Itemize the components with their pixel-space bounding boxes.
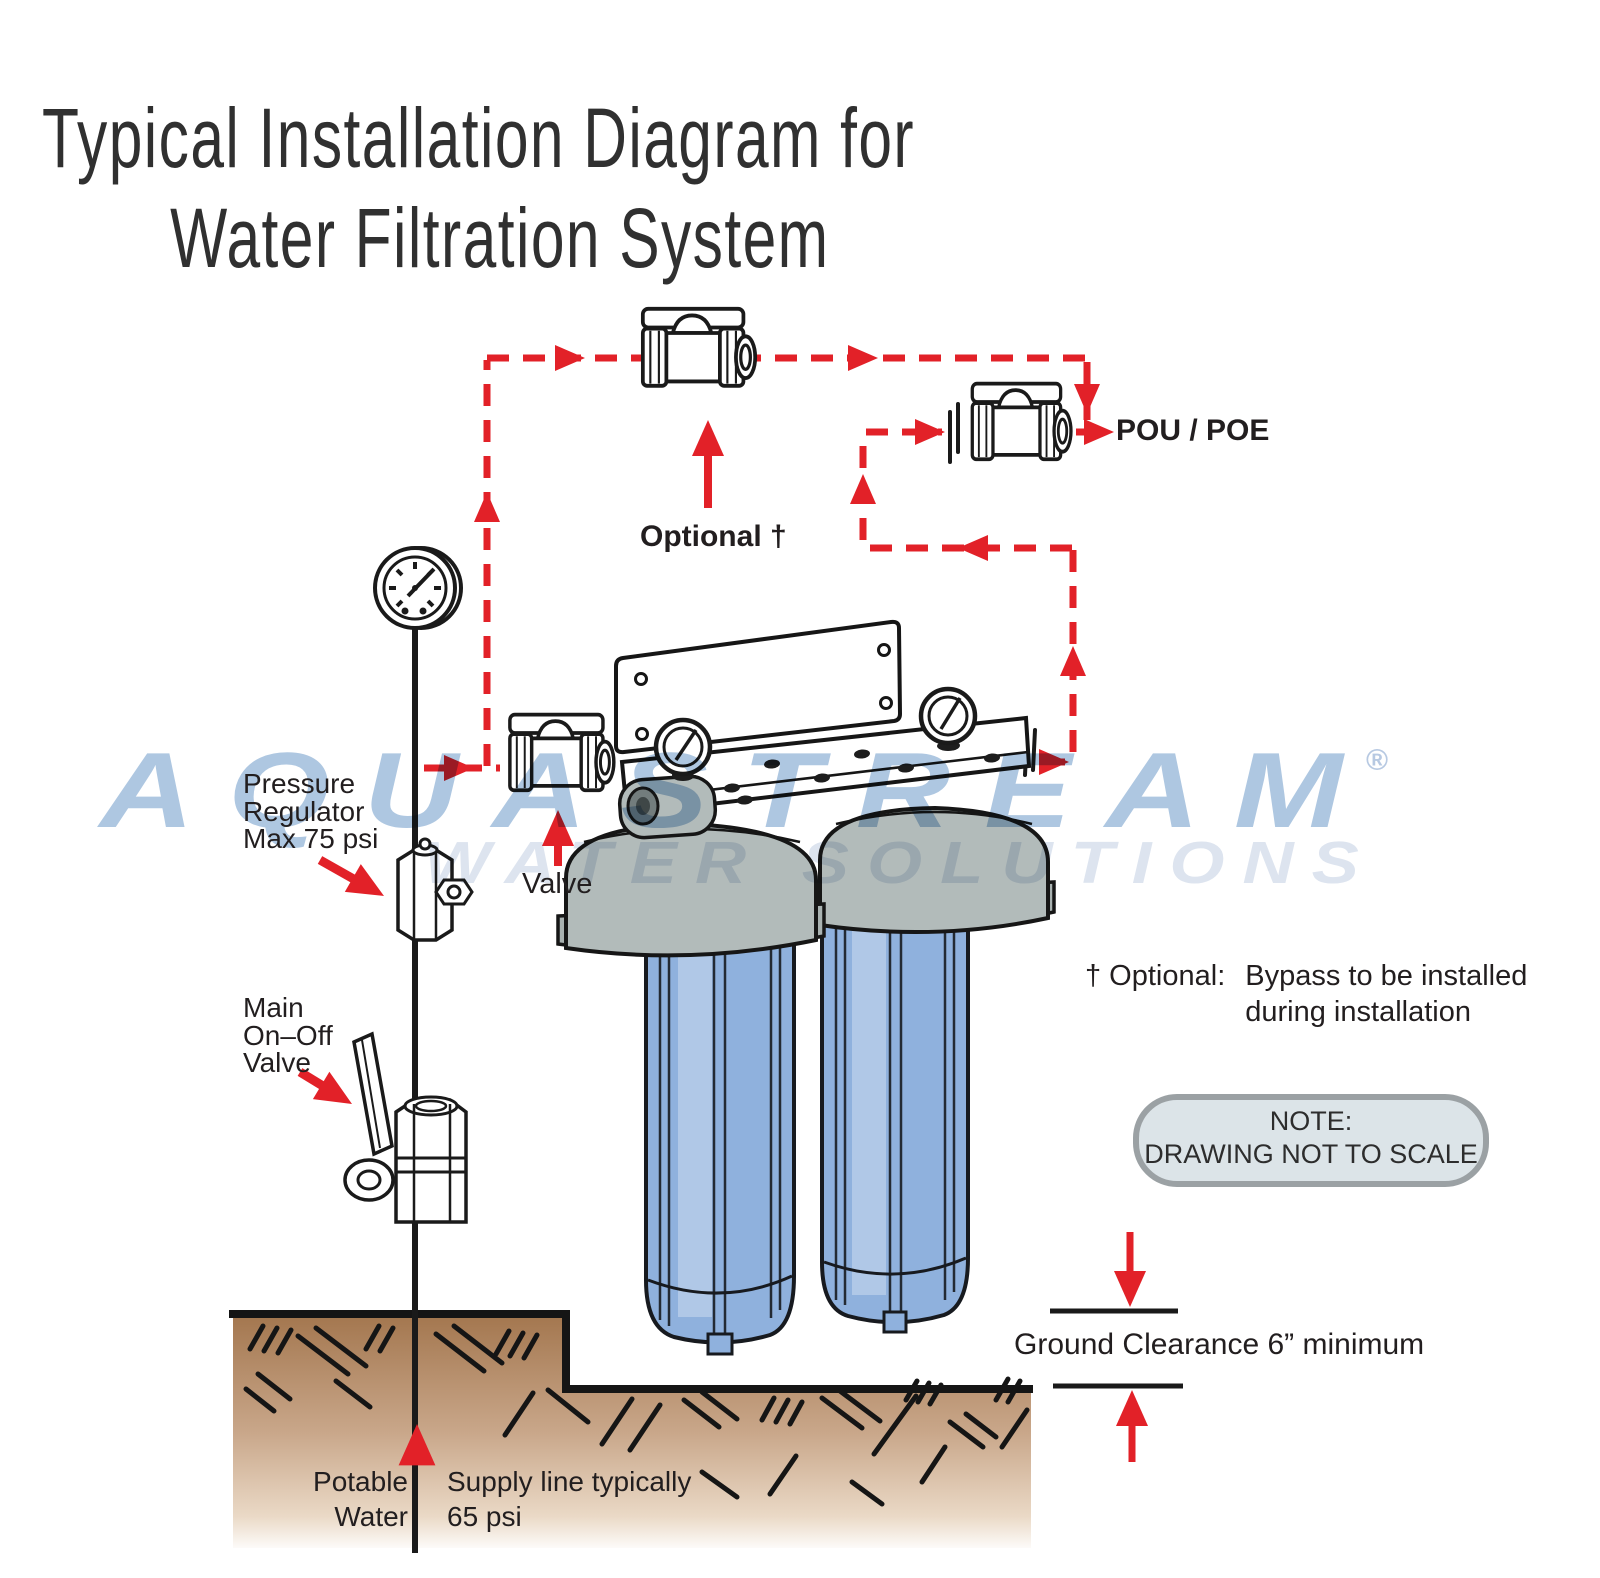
ground-clearance-label: Ground Clearance 6” minimum — [1014, 1328, 1425, 1361]
registered-trademark-icon: ® — [1366, 744, 1389, 777]
note-box-line-2: DRAWING NOT TO SCALE — [1144, 1139, 1478, 1169]
soil-hatching — [243, 1323, 1030, 1507]
pou-valve — [970, 381, 1073, 462]
bypass-note: † Optional: Bypass to be installed durin… — [1085, 958, 1527, 1030]
label-arrows — [297, 420, 1148, 1462]
title-line-2: Water Filtration System — [170, 191, 830, 285]
ground — [229, 1310, 1033, 1548]
pressure-gauge — [373, 546, 463, 630]
inlet-valve-label: Valve — [522, 868, 593, 900]
filter-cap-right — [812, 805, 1056, 935]
filter-bottle-right — [820, 912, 970, 1334]
manifold-gauge-left — [653, 717, 713, 781]
ground-clearance-lines — [1050, 1308, 1183, 1389]
title-line-1: Typical Installation Diagram for — [42, 91, 915, 185]
main-valve-label: Main On–Off Valve — [243, 992, 333, 1078]
dagger-icon: † Optional: — [1085, 960, 1226, 992]
optional-valve-label: Optional † — [640, 520, 787, 553]
brand-watermark: AQUASTREAM WATER SOLUTIONS — [100, 737, 1377, 893]
bypass-note-text: Bypass to be installed during installati… — [1245, 960, 1528, 1028]
potable-water-label: Potable Water — [313, 1466, 408, 1532]
pressure-regulator-label: Pressure Regulator Max 75 psi — [243, 768, 379, 854]
filter-bottle-left — [644, 932, 796, 1356]
main-on-off-valve-device — [343, 1031, 468, 1224]
brand-tagline: WATER SOLUTIONS — [423, 830, 1377, 896]
note-box-line-1: NOTE: — [1269, 1106, 1353, 1136]
supply-line-label: Supply line typically 65 psi — [447, 1466, 692, 1532]
pressure-regulator-device — [396, 837, 474, 942]
page-title: Typical Installation Diagram for Water F… — [42, 88, 915, 288]
manifold-gauge-right — [918, 686, 978, 751]
pou-poe-label: POU / POE — [1116, 414, 1270, 447]
note-box: NOTE: DRAWING NOT TO SCALE — [1133, 1094, 1489, 1187]
bypass-valve — [640, 306, 758, 388]
brand-name: AQUASTREAM — [99, 730, 1377, 850]
inlet-elbow — [617, 774, 718, 840]
filter-cap-left — [556, 774, 826, 958]
